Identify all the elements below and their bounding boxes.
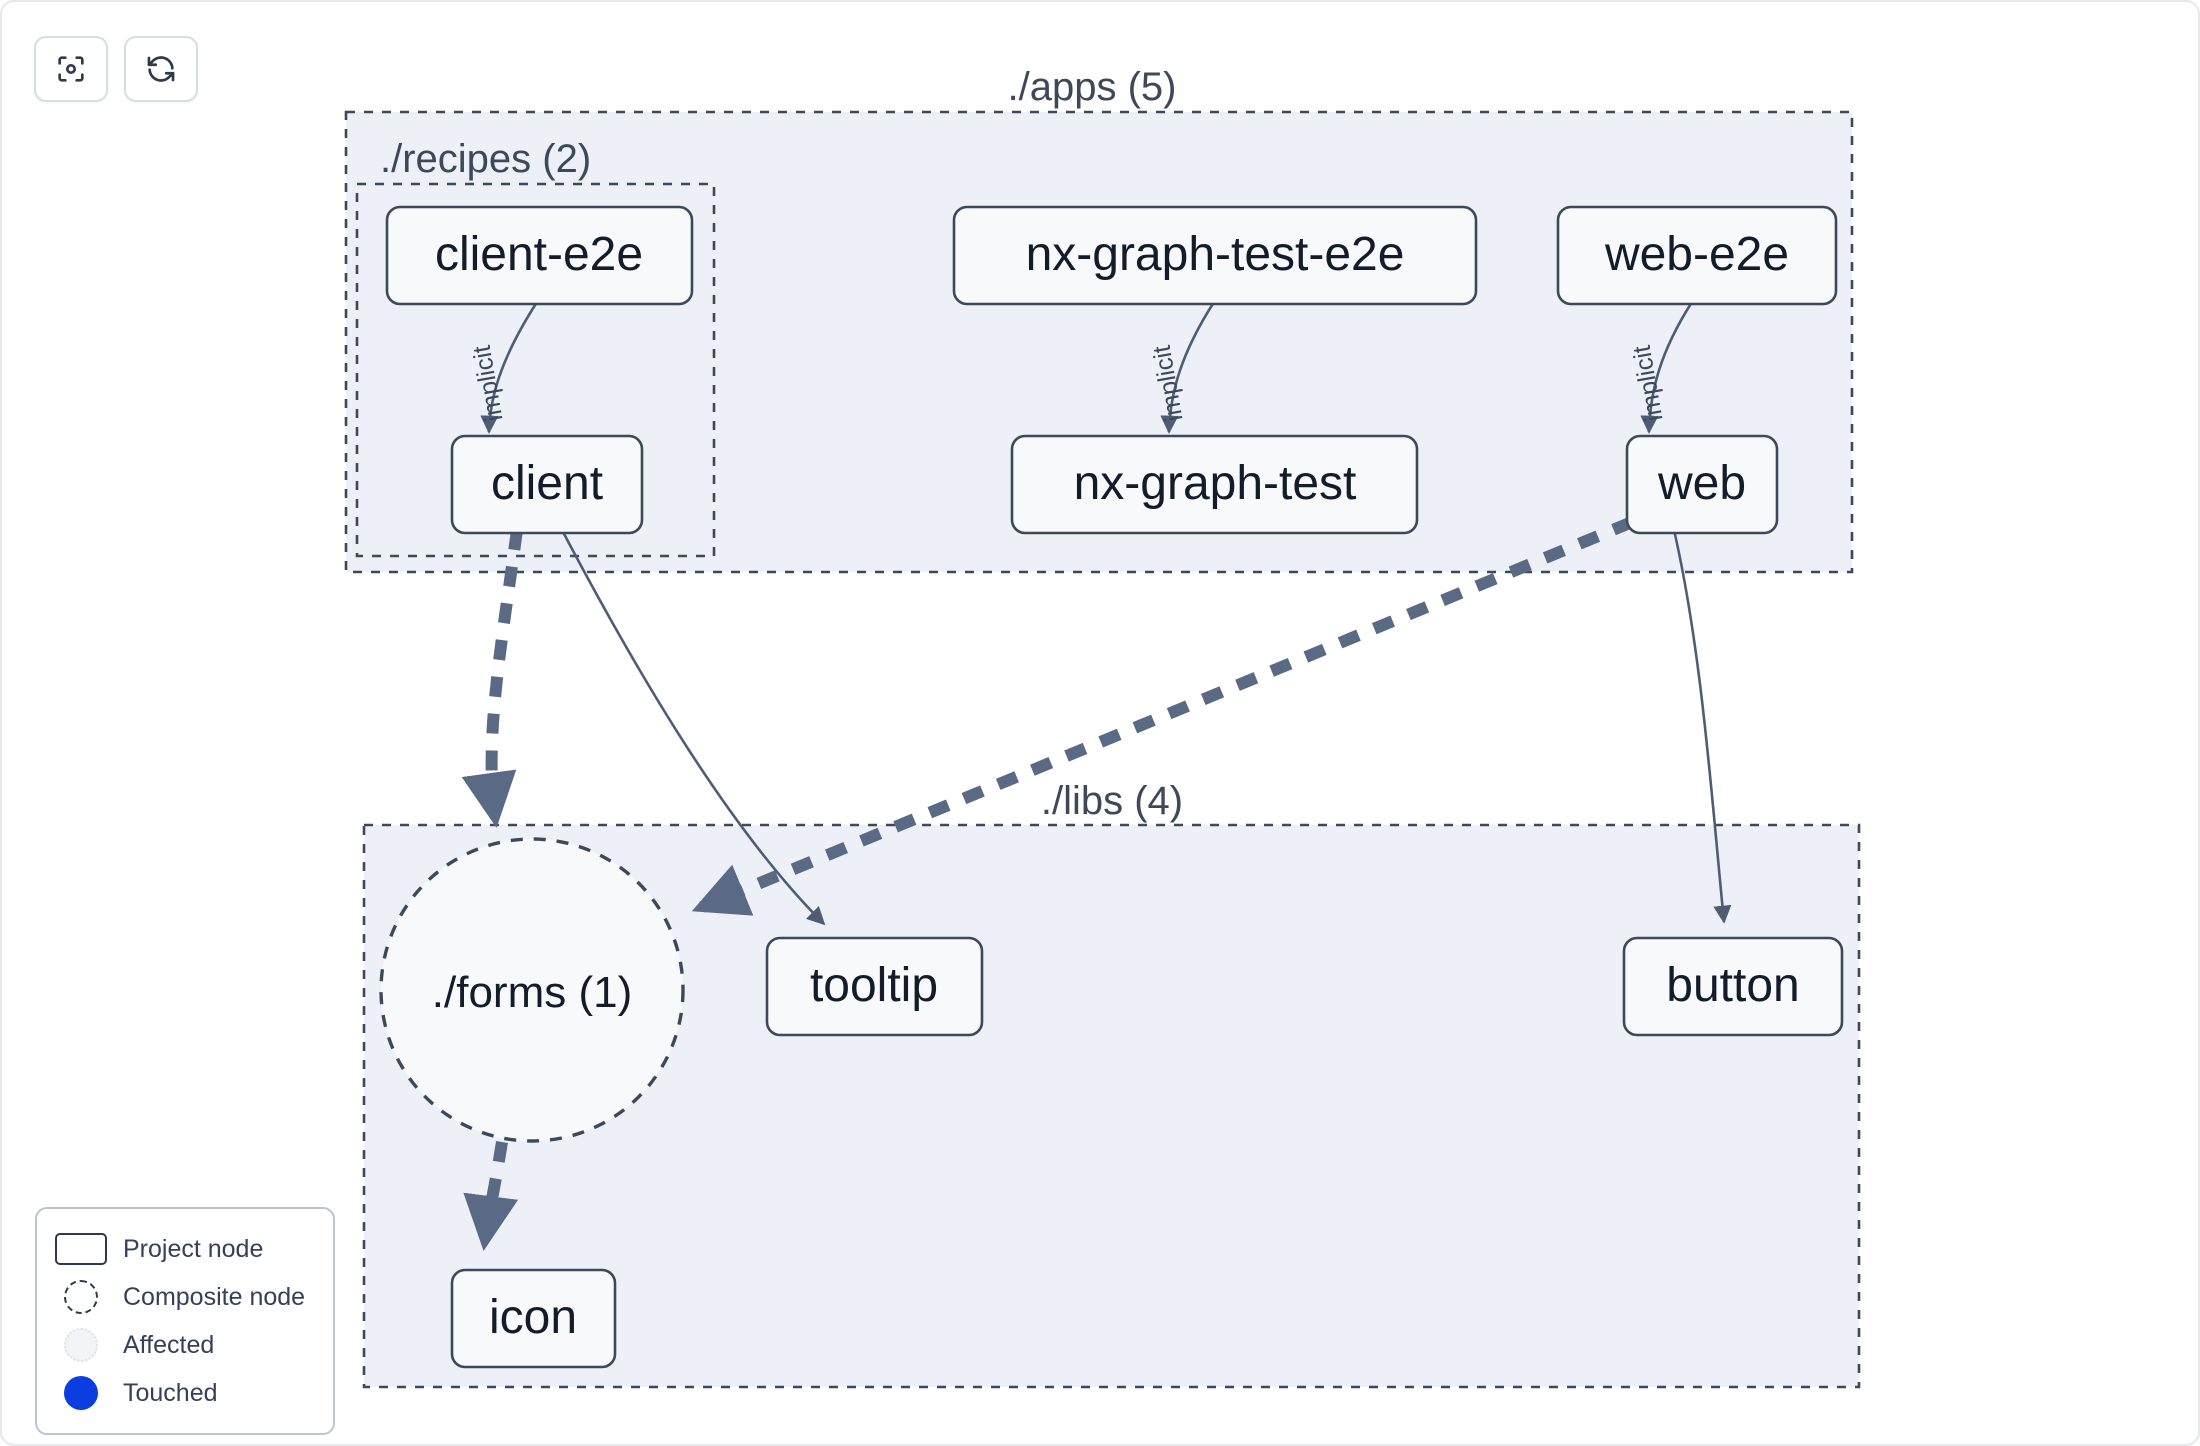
project-node-swatch: [53, 1232, 109, 1266]
node-forms-circle: [379, 837, 685, 1143]
refresh-sync-icon: [144, 52, 178, 86]
node-web-e2e[interactable]: web-e2e: [1556, 205, 1838, 306]
legend-item-touched: Touched: [53, 1369, 315, 1417]
graph-nodes: client-e2e nx-graph-test-e2e web-e2e cli…: [379, 205, 1844, 1369]
focus-graph-button[interactable]: [34, 36, 108, 102]
group-apps-label: ./apps (5): [1008, 65, 1177, 109]
node-button-box: [1622, 936, 1844, 1037]
node-client-e2e-label: client-e2e: [435, 228, 643, 281]
legend-label-touched: Touched: [123, 1378, 218, 1407]
node-web-box: [1625, 434, 1779, 535]
node-nx-graph-test-label: nx-graph-test: [1074, 457, 1357, 510]
node-client-e2e-box: [385, 205, 694, 306]
refresh-graph-button[interactable]: [124, 36, 198, 102]
legend-label-affected: Affected: [123, 1330, 215, 1359]
edge-web-to-forms[interactable]: [691, 516, 1635, 916]
node-nx-graph-test-box: [1010, 434, 1419, 535]
graph-legend: Project node Composite node Affected Tou…: [35, 1207, 335, 1435]
node-tooltip[interactable]: tooltip: [765, 936, 984, 1037]
group-recipes-label: ./recipes (2): [380, 137, 591, 181]
node-client-label: client: [491, 457, 603, 510]
edge-client-e2e-to-client[interactable]: [480, 301, 539, 434]
edge-client-to-forms[interactable]: [461, 529, 523, 828]
legend-item-composite-node: Composite node: [53, 1273, 315, 1321]
node-button-label: button: [1666, 959, 1799, 1012]
node-nx-graph-test-e2e-box: [952, 205, 1478, 306]
node-web-e2e-label: web-e2e: [1604, 228, 1789, 281]
node-nx-graph-test-e2e[interactable]: nx-graph-test-e2e: [952, 205, 1478, 306]
node-client-e2e[interactable]: client-e2e: [385, 205, 694, 306]
node-button[interactable]: button: [1622, 936, 1844, 1037]
viewfinder-focus-icon: [54, 52, 88, 86]
node-tooltip-label: tooltip: [810, 959, 938, 1012]
composite-node-swatch: [53, 1280, 109, 1314]
node-icon[interactable]: icon: [450, 1268, 617, 1369]
node-client-box: [450, 434, 644, 535]
node-forms-label: ./forms (1): [432, 968, 632, 1017]
node-web[interactable]: web: [1625, 434, 1779, 535]
edge-web-to-button[interactable]: [1672, 529, 1732, 924]
legend-item-project-node: Project node: [53, 1225, 315, 1273]
node-icon-box: [450, 1268, 617, 1369]
node-nx-graph-test[interactable]: nx-graph-test: [1010, 434, 1419, 535]
edge-nxgt-e2e-to-nxgt[interactable]: [1160, 301, 1216, 434]
legend-label-composite-node: Composite node: [123, 1282, 306, 1311]
edge-forms-to-icon[interactable]: [463, 1141, 519, 1251]
group-libs-label: ./libs (4): [1041, 779, 1183, 823]
node-web-e2e-box: [1556, 205, 1838, 306]
node-tooltip-box: [765, 936, 984, 1037]
node-forms[interactable]: ./forms (1): [379, 837, 685, 1143]
legend-label-project-node: Project node: [123, 1234, 264, 1263]
node-icon-label: icon: [489, 1291, 577, 1344]
node-nx-graph-test-e2e-label: nx-graph-test-e2e: [1026, 228, 1405, 281]
touched-swatch: [53, 1376, 109, 1410]
graph-toolbar: [34, 36, 198, 102]
node-web-label: web: [1657, 457, 1746, 510]
affected-swatch: [53, 1328, 109, 1362]
edge-client-to-tooltip[interactable]: [560, 529, 826, 926]
edge-web-e2e-to-web[interactable]: [1640, 301, 1694, 434]
node-client[interactable]: client: [450, 434, 644, 535]
legend-item-affected: Affected: [53, 1321, 315, 1369]
